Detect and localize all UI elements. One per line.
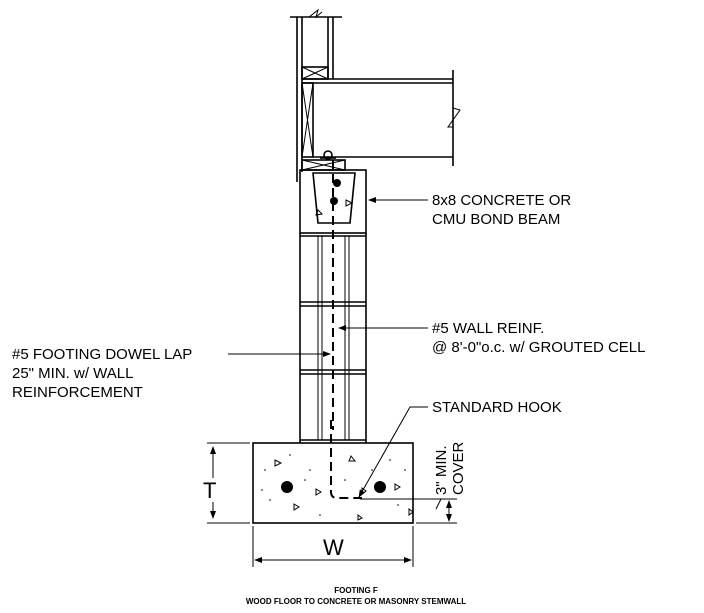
cover-label-2: COVER (450, 441, 467, 495)
bond-beam-label-2: CMU BOND BEAM (432, 211, 560, 228)
dowel-hook (330, 420, 362, 499)
bond-beam-label-1: 8x8 CONCRETE OR (432, 192, 571, 209)
dimension-t: T (200, 442, 250, 524)
dimension-w: W (252, 526, 414, 567)
concrete-footing (252, 442, 414, 524)
dowel-label-1: #5 FOOTING DOWEL LAP (12, 346, 192, 363)
wall-reinf-label-1: #5 WALL REINF. (432, 320, 544, 337)
caption-title: FOOTING F (334, 586, 378, 595)
dim-w-label: W (323, 535, 344, 560)
dowel-label-3: REINFORCEMENT (12, 384, 143, 401)
wall-reinf-label-2: @ 8'-0"o.c. w/ GROUTED CELL (432, 339, 645, 356)
dimension-cover: 3" MIN. COVER (360, 441, 467, 524)
hook-label: STANDARD HOOK (432, 399, 562, 416)
dowel-label-2: 25" MIN. w/ WALL (12, 365, 133, 382)
caption-subtitle: WOOD FLOOR TO CONCRETE OR MASONRY STEMWA… (246, 597, 466, 606)
cover-label-1: 3" MIN. (433, 446, 450, 496)
floor-joist (301, 70, 461, 171)
dim-t-label: T (203, 478, 216, 503)
